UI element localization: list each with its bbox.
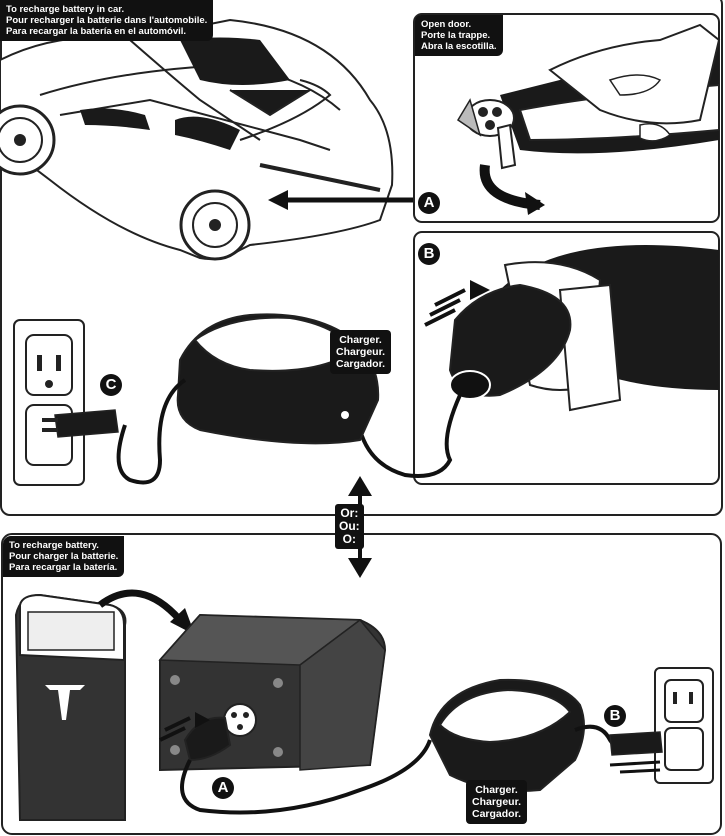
- arrow-to-charge-port: [268, 190, 420, 210]
- battery-recharge-label: To recharge battery. Pour charger la bat…: [3, 536, 125, 577]
- step-b-badge-top: B: [418, 243, 440, 265]
- or-divider-label: Or: Ou: O:: [335, 504, 364, 549]
- or-text-fr: Ou:: [339, 519, 360, 533]
- wall-outlet-top: [13, 319, 119, 486]
- charger-label-bottom-en: Charger.: [475, 784, 518, 796]
- arrow-battery-to-base: [97, 589, 183, 623]
- step-a-badge-top: A: [418, 192, 440, 214]
- charger-unit-top: [176, 313, 380, 445]
- charger-label-bottom-es: Cargador.: [472, 808, 522, 820]
- charger-label-top: Charger. Chargeur. Cargador.: [330, 330, 392, 374]
- base-cable-to-charger: [180, 739, 432, 815]
- door-label-en: Open door.: [421, 19, 472, 30]
- charger-label-bottom: Charger. Chargeur. Cargador.: [466, 780, 528, 824]
- car-label-en: To recharge battery in car.: [6, 4, 125, 15]
- charger-cable-to-wall: [116, 378, 187, 485]
- charger-unit-bottom: [428, 678, 585, 792]
- charger-label-top-en: Charger.: [339, 334, 382, 346]
- car-label-fr: Pour recharger la batterie dans l'automo…: [6, 15, 208, 26]
- charger-label-top-fr: Chargeur.: [336, 346, 386, 358]
- wall-outlet-bottom: [609, 667, 714, 784]
- plug-into-car-illustration: [424, 245, 719, 412]
- or-text-es: O:: [342, 532, 356, 546]
- charger-label-bottom-fr: Chargeur.: [472, 796, 522, 808]
- step-a-badge-bottom: A: [212, 777, 234, 799]
- plug-into-base-illustration: [159, 712, 232, 762]
- charger-label-top-es: Cargador.: [336, 358, 386, 370]
- car-recharge-label: To recharge battery in car. Pour recharg…: [0, 0, 214, 41]
- car-wheel-front: [0, 104, 56, 176]
- open-door-label: Open door. Porte la trappe. Abra la esco…: [415, 15, 503, 56]
- battery-label-en: To recharge battery.: [9, 540, 99, 551]
- battery-label-es: Para recargar la batería.: [9, 562, 118, 573]
- car-wheel-rear: [179, 189, 251, 261]
- battery-pack-illustration: [14, 593, 127, 821]
- charge-port-door-illustration: [456, 23, 721, 215]
- door-label-es: Abra la escotilla.: [421, 41, 497, 52]
- battery-label-fr: Pour charger la batterie.: [9, 551, 119, 562]
- door-label-fr: Porte la trappe.: [421, 30, 491, 41]
- or-text-en: Or:: [340, 506, 359, 520]
- charger-cable-to-car: [358, 394, 462, 478]
- car-label-es: Para recargar la batería en el automóvil…: [6, 26, 187, 37]
- step-c-badge-top: C: [100, 374, 122, 396]
- step-b-badge-bottom: B: [604, 705, 626, 727]
